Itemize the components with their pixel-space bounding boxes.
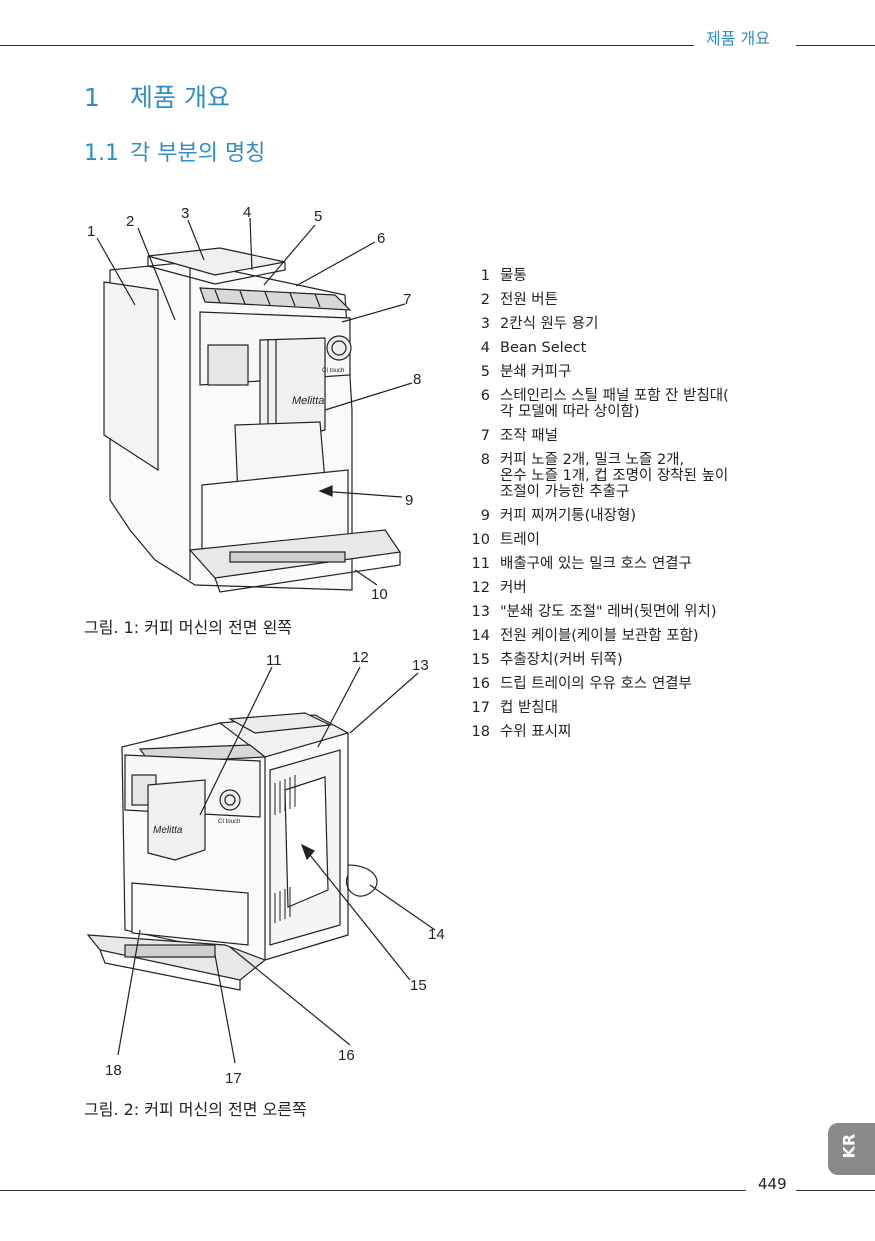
brand-logo-text: Melitta [153,825,183,836]
item-number: 4 [465,340,490,356]
list-item: 2 전원 버튼 [465,292,795,308]
panel-label: CI touch [322,368,344,374]
callout-5: 5 [314,208,322,225]
item-text: 컵 받침대 [500,700,558,716]
list-item: 13 "분쇄 강도 조절" 레버(뒷면에 위치) [465,604,795,620]
item-text: 추출장치(커버 뒤쪽) [500,652,623,668]
list-item: 11 배출구에 있는 밀크 호스 연결구 [465,556,795,572]
callout-9: 9 [405,492,413,509]
callout-8: 8 [413,371,421,388]
callout-4: 4 [243,204,251,221]
section-number: 1 [84,83,130,112]
item-number: 13 [465,604,490,620]
list-item: 1 물통 [465,268,795,284]
item-number: 3 [465,316,490,332]
subsection-number: 1.1 [84,141,130,166]
item-text: 2칸식 원두 용기 [500,316,598,332]
list-item: 4 Bean Select [465,340,795,356]
list-item: 17 컵 받침대 [465,700,795,716]
item-text: Bean Select [500,340,586,356]
header-rule-left [0,45,694,46]
item-text: 커버 [500,580,527,596]
callout-7: 7 [403,291,411,308]
header-title: 제품 개요 [706,25,770,49]
item-number: 10 [465,532,490,548]
section-title: 제품 개요 [130,83,230,112]
item-number: 7 [465,428,490,444]
callout-13: 13 [412,657,429,674]
item-number: 6 [465,388,490,420]
brand-logo-text: Melitta [292,395,324,407]
parts-list: 1 물통 2 전원 버튼 3 2칸식 원두 용기 4 Bean Select 5 분쇄 커… [465,268,795,748]
callout-14: 14 [428,926,445,943]
item-text: 수위 표시찌 [500,724,571,740]
callout-2: 2 [126,213,134,230]
list-item: 15 추출장치(커버 뒤쪽) [465,652,795,668]
item-text: 스테인리스 스틸 패널 포함 잔 받침대( 각 모델에 따라 상이함) [500,388,729,420]
figure1-caption: 그림. 1: 커피 머신의 전면 왼쪽 [84,614,292,638]
figure2-caption: 그림. 2: 커피 머신의 전면 오른쪽 [84,1096,307,1120]
item-text: 조작 패널 [500,428,558,444]
item-number: 14 [465,628,490,644]
item-text: 분쇄 커피구 [500,364,571,380]
item-text: 전원 케이블(케이블 보관함 포함) [500,628,699,644]
item-text: 물통 [500,268,527,284]
item-text: 커피 찌꺼기통(내장형) [500,508,636,524]
item-number: 18 [465,724,490,740]
language-tab-label: KR [840,1135,859,1159]
callout-12: 12 [352,649,369,666]
figure-front-left: 1 2 3 4 5 6 7 8 9 10 Melitta CI touch [80,200,440,610]
item-text: 전원 버튼 [500,292,558,308]
list-item: 3 2칸식 원두 용기 [465,316,795,332]
item-text: 커피 노즐 2개, 밀크 노즐 2개, 온수 노즐 1개, 컵 조명이 장착된 … [500,452,728,500]
list-item: 16 드립 트레이의 우유 호스 연결부 [465,676,795,692]
list-item: 6 스테인리스 스틸 패널 포함 잔 받침대( 각 모델에 따라 상이함) [465,388,795,420]
header-rule-right [796,45,875,46]
callout-15: 15 [410,977,427,994]
callout-3: 3 [181,205,189,222]
list-item: 14 전원 케이블(케이블 보관함 포함) [465,628,795,644]
item-number: 12 [465,580,490,596]
figure-front-right: 11 12 13 14 15 16 17 18 Melitta CI touch [80,645,460,1090]
item-text: "분쇄 강도 조절" 레버(뒷면에 위치) [500,604,717,620]
item-number: 11 [465,556,490,572]
item-number: 8 [465,452,490,500]
item-number: 2 [465,292,490,308]
item-number: 1 [465,268,490,284]
item-number: 16 [465,676,490,692]
callout-11: 11 [266,652,282,669]
callout-16: 16 [338,1047,355,1064]
callout-10: 10 [371,586,388,603]
list-item: 18 수위 표시찌 [465,724,795,740]
callout-1: 1 [87,223,95,240]
item-text: 드립 트레이의 우유 호스 연결부 [500,676,692,692]
item-number: 17 [465,700,490,716]
list-item: 7 조작 패널 [465,428,795,444]
item-text: 트레이 [500,532,540,548]
page-number: 449 [758,1175,787,1193]
list-item: 9 커피 찌꺼기통(내장형) [465,508,795,524]
footer-rule-left [0,1190,746,1191]
footer-rule-right [796,1190,875,1191]
callout-18: 18 [105,1062,122,1079]
list-item: 5 분쇄 커피구 [465,364,795,380]
panel-label: CI touch [218,819,240,825]
callout-6: 6 [377,230,385,247]
item-number: 15 [465,652,490,668]
item-text: 배출구에 있는 밀크 호스 연결구 [500,556,692,572]
callout-17: 17 [225,1070,242,1087]
language-tab: KR [828,1123,875,1175]
subsection-title: 각 부분의 명칭 [130,141,265,166]
item-number: 9 [465,508,490,524]
item-number: 5 [465,364,490,380]
list-item: 12 커버 [465,580,795,596]
list-item: 10 트레이 [465,532,795,548]
